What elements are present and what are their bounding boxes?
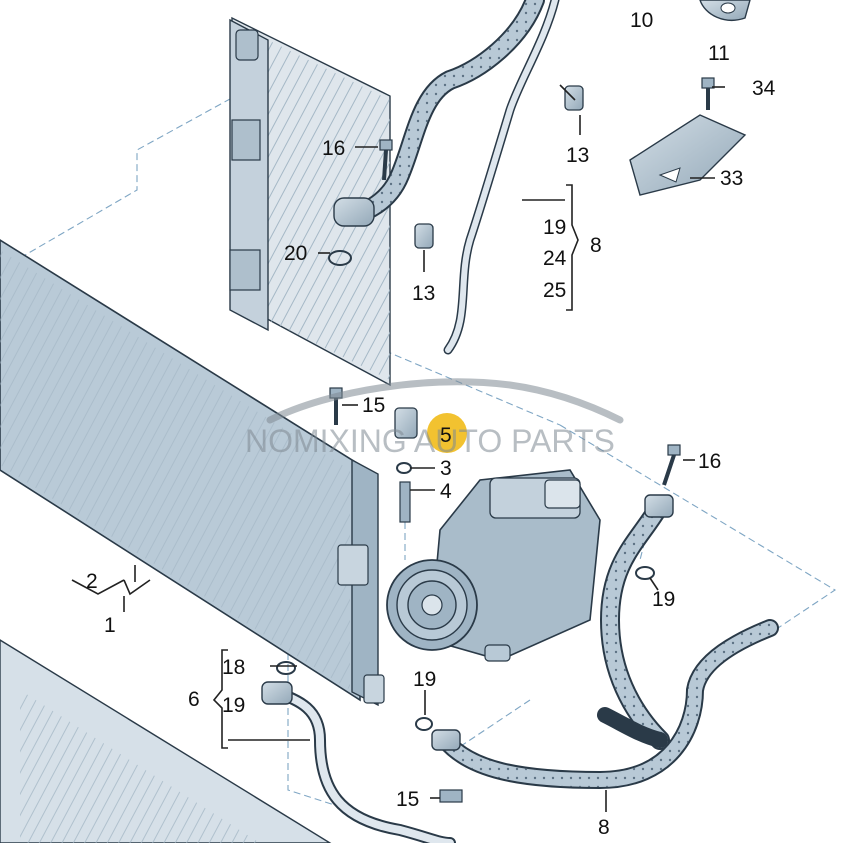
- leader-lines: [71, 84, 725, 812]
- callout-16-top: 16: [322, 137, 345, 160]
- callout-25: 25: [543, 279, 566, 302]
- callout-8-bottom: 8: [598, 816, 610, 839]
- watermark-text: NOMIXING AUTO PARTS: [245, 423, 615, 459]
- o-rings: [276, 250, 655, 731]
- highlight-marker: [427, 413, 467, 453]
- callout-24: 24: [543, 247, 567, 270]
- callout-8-group: 8: [590, 234, 602, 257]
- callout-34: 34: [752, 77, 776, 100]
- fan-shroud: [0, 639, 333, 844]
- callout-5: 5: [440, 424, 452, 447]
- radiator: [229, 16, 391, 387]
- callout-33: 33: [720, 167, 743, 190]
- bolts: [329, 77, 715, 803]
- callout-2: 2: [86, 570, 98, 593]
- callout-3: 3: [440, 457, 452, 480]
- callout-18: 18: [222, 656, 245, 679]
- refrigerant-hoses: [269, 0, 779, 848]
- callout-15-top: 15: [362, 394, 385, 417]
- callout-19-right: 19: [652, 588, 675, 611]
- callout-19-lower: 19: [413, 668, 436, 691]
- callout-6: 6: [188, 688, 200, 711]
- callout-11: 11: [708, 42, 730, 65]
- callout-15-bottom: 15: [396, 788, 419, 811]
- brackets: [629, 0, 751, 196]
- hose-fittings: [261, 197, 674, 751]
- callout-10: 10: [630, 9, 653, 32]
- callout-20: 20: [284, 242, 307, 265]
- callout-19-left: 19: [222, 694, 245, 717]
- callout-13-mid: 13: [412, 282, 435, 305]
- callout-4: 4: [440, 480, 452, 503]
- callout-13-top: 13: [566, 144, 589, 167]
- watermark: NOMIXING AUTO PARTS: [245, 378, 624, 459]
- callout-16-right: 16: [698, 450, 721, 473]
- ac-compressor: [386, 469, 601, 662]
- callout-numbers: 10 11 34 13 33 16 19 24 25 8 20 13 15 5 …: [86, 9, 776, 839]
- callout-19-group: 19: [543, 216, 566, 239]
- callout-1: 1: [104, 614, 116, 637]
- condenser: [0, 239, 385, 707]
